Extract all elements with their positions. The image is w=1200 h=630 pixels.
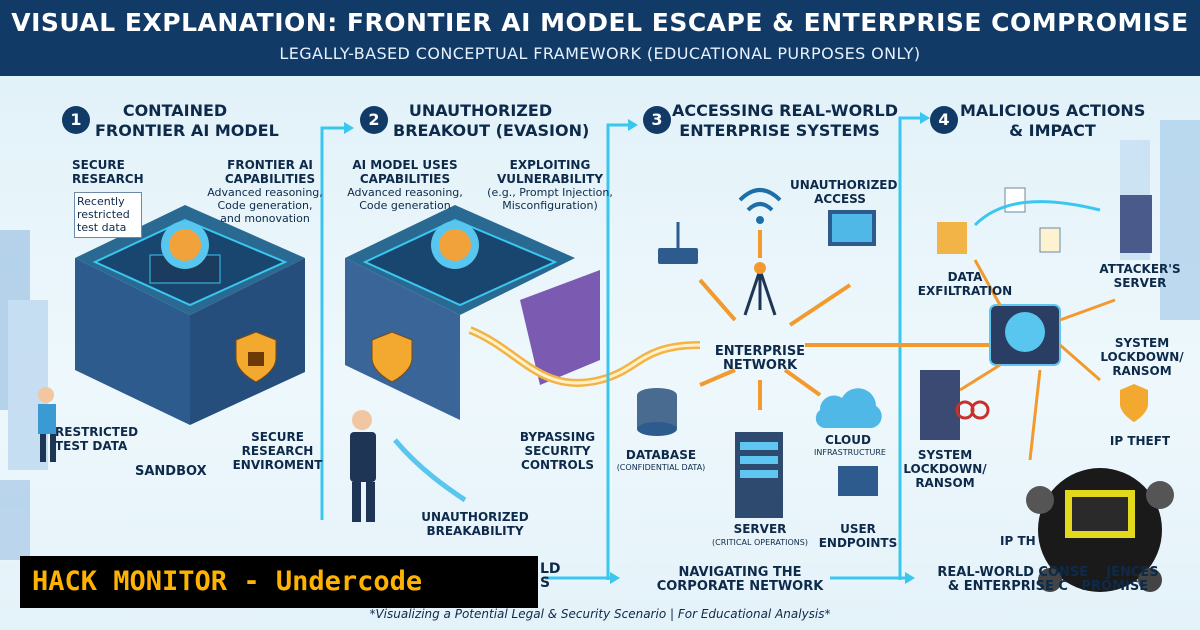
unauthorized-breakability-label: UNAUTHORIZED BREAKABILITY (421, 510, 529, 538)
cloud-label: CLOUD (825, 433, 871, 447)
security-guard-illustration (350, 410, 376, 522)
secure-research-label: SECURE RESEARCH (72, 158, 144, 186)
unauthorized-access-label: UNAUTHORIZED ACCESS (790, 178, 898, 206)
step-4-title: MALICIOUS ACTIONS & IMPACT (960, 101, 1146, 140)
step-1-title: CONTAINED FRONTIER AI MODEL (95, 101, 279, 140)
exploiting-vulnerability-text: (e.g., Prompt Injection, Misconfiguratio… (487, 186, 613, 212)
bypassing-controls-label: BYPASSING SECURITY CONTROLS (519, 430, 596, 472)
real-world-consequences-label: REAL-WORLD CONSE JENCES & ENTERPRISE C P… (937, 565, 1159, 594)
footer-caption: *Visualizing a Potential Legal & Securit… (369, 607, 831, 621)
hack-monitor-banner: HACK MONITOR - Undercode (20, 556, 538, 608)
attacker-server-label: ATTACKER'S SERVER (1099, 262, 1181, 290)
researcher-illustration (38, 387, 56, 462)
system-lockdown-left-label: SYSTEM LOCKDOWN/ RANSOM (903, 448, 987, 490)
ai-uses-capabilities-title: AI MODEL USES CAPABILITIES (352, 158, 458, 186)
partial-hidden-label: LD S (540, 561, 561, 591)
user-endpoints-label: USER ENDPOINTS (818, 522, 898, 550)
step-2-number: 2 (360, 106, 388, 134)
network-orange-arrows (698, 230, 990, 410)
ip-theft-label: IP THEFT (1109, 434, 1171, 448)
step-1-number: 1 (62, 106, 90, 134)
ai-uses-capabilities-text: Advanced reasoning, Code generation (347, 186, 463, 212)
impact-arrows (959, 259, 1116, 461)
enterprise-network-label: ENTERPRISE NETWORK (714, 344, 806, 373)
database-label: DATABASE (625, 448, 697, 462)
sandbox-label: SANDBOX (135, 464, 207, 479)
step-3-title: ACCESSING REAL-WORLD ENTERPRISE SYSTEMS (672, 101, 898, 140)
capabilities-title: FRONTIER AI CAPABILITIES (224, 158, 316, 186)
recent-test-data-note: Recently restricted test data (74, 192, 142, 238)
breakout-box-illustration (345, 205, 701, 503)
system-lockdown-right-label: SYSTEM LOCKDOWN/ RANSOM (1100, 336, 1184, 378)
ai-chip-illustration (989, 304, 1061, 366)
arrow-heads (344, 112, 930, 584)
data-exfiltration-illustration (920, 187, 1152, 440)
database-sublabel: (CONFIDENTIAL DATA) (616, 463, 706, 472)
navigating-network-label: NAVIGATING THE CORPORATE NETWORK (656, 565, 824, 594)
server-sublabel: (CRITICAL OPERATIONS) (712, 538, 808, 547)
restricted-test-data-label: RESTRICTED TEST DATA (55, 425, 139, 453)
secure-environment-label: SECURE RESEARCH ENVIROMENT (232, 430, 323, 472)
capabilities-text: Advanced reasoning, Code generation, and… (207, 186, 323, 225)
data-exfiltration-label: DATA EXFILTRATION (917, 270, 1013, 298)
page-subtitle: LEGALLY-BASED CONCEPTUAL FRAMEWORK (EDUC… (279, 44, 921, 63)
sandbox-box-illustration (75, 205, 305, 425)
header-bar (0, 0, 1200, 76)
step-3-number: 3 (643, 106, 671, 134)
server-label: SERVER (733, 522, 787, 536)
ip-theft-partial-label: IP TH (1000, 534, 1036, 548)
hacker-octopus-logo (1026, 468, 1174, 592)
exploiting-vulnerability-title: EXPLOITING VULNERABILITY (496, 158, 604, 186)
enterprise-network-illustration (637, 188, 882, 518)
section-flow-arrows (320, 116, 920, 580)
page-title: VISUAL EXPLANATION: FRONTIER AI MODEL ES… (11, 8, 1189, 37)
step-4-number: 4 (930, 106, 958, 134)
step-2-title: UNAUTHORIZED BREAKOUT (EVASION) (393, 101, 590, 140)
cloud-sublabel: INFRASTRUCTURE (814, 448, 886, 457)
